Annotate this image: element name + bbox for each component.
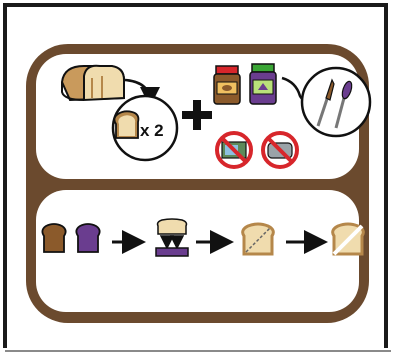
- no-toaster-icon: [261, 131, 299, 169]
- sandwich-cut-line-icon: [241, 222, 275, 256]
- bread-slice-icon: [113, 110, 140, 139]
- card-bottom-edge: [5, 350, 391, 352]
- stacked-sandwich-icon: [155, 218, 189, 257]
- spoon-icon: [334, 80, 353, 129]
- multiplier-label: x 2: [140, 121, 164, 140]
- cut-sandwich-icon: [331, 222, 365, 256]
- plus-icon: [182, 100, 212, 130]
- no-microwave-icon: [215, 131, 253, 169]
- jelly-slice-icon: [75, 223, 101, 253]
- peanut-butter-jar-icon: [213, 65, 241, 105]
- peanut-butter-slice-icon: [41, 223, 67, 253]
- jelly-jar-icon: [249, 63, 277, 105]
- bread-loaf-icon: [60, 64, 125, 102]
- knife-icon: [316, 78, 335, 127]
